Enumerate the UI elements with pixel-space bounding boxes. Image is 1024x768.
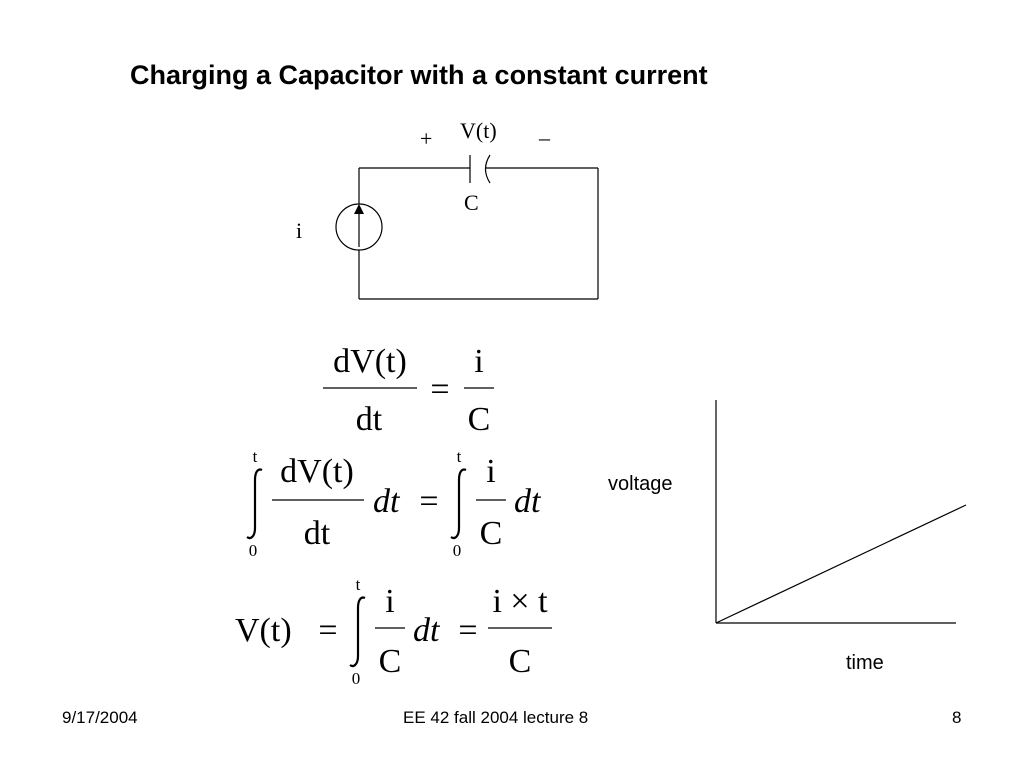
eq1-equals: =: [430, 371, 449, 408]
current-arrow-head: [354, 204, 364, 214]
eq2-dt-2: dt: [514, 483, 542, 520]
integral-sign-icon: [450, 468, 467, 540]
eq1-lhs-numerator: dV(t): [333, 343, 407, 380]
eq2-lhs-numerator: dV(t): [280, 453, 354, 490]
current-label: i: [296, 218, 302, 243]
eq2-dt-1: dt: [373, 483, 401, 520]
capacitor-label: C: [464, 190, 479, 215]
footer-date: 9/17/2004: [62, 708, 138, 727]
chart-x-label: time: [846, 652, 884, 674]
eq2-integral-lower-limit-2: 0: [453, 541, 462, 560]
eq2-integral-upper-limit-1: t: [253, 447, 258, 466]
equation-1: dV(t) dt = i C: [323, 343, 494, 438]
eq3-numerator: i: [385, 583, 394, 620]
eq2-integral-lower-limit-1: 0: [249, 541, 258, 560]
footer-course: EE 42 fall 2004 lecture 8: [403, 708, 589, 727]
chart-y-label: voltage: [608, 473, 673, 495]
eq3-equals-1: =: [318, 612, 337, 649]
eq1-rhs-denominator: C: [468, 401, 491, 438]
eq3-equals-2: =: [458, 612, 477, 649]
eq3-result-numerator: i × t: [492, 583, 548, 620]
eq2-rhs-denominator: C: [480, 515, 503, 552]
eq2-lhs-denominator: dt: [304, 515, 331, 552]
plus-label: +: [420, 126, 432, 151]
equation-2: t 0 dV(t) dt dt = t 0 i C dt: [246, 447, 542, 560]
eq2-rhs-numerator: i: [486, 453, 495, 490]
eq1-lhs-denominator: dt: [356, 401, 383, 438]
eq3-lhs: V(t): [235, 612, 292, 649]
minus-label: –: [538, 125, 551, 150]
eq3-dt: dt: [413, 612, 441, 649]
integral-sign-icon: [349, 596, 366, 668]
eq1-rhs-numerator: i: [474, 343, 483, 380]
eq3-integral-lower-limit: 0: [352, 669, 361, 688]
slide-title: Charging a Capacitor with a constant cur…: [130, 60, 708, 90]
capacitor-curved-plate: [484, 154, 491, 184]
equation-3: V(t) = t 0 i C dt = i × t C: [235, 575, 552, 688]
integral-sign-icon: [246, 468, 263, 540]
footer-page-number: 8: [952, 708, 962, 727]
eq3-integral-upper-limit: t: [356, 575, 361, 594]
eq3-denominator: C: [379, 643, 402, 680]
voltage-line: [715, 504, 967, 624]
eq2-equals: =: [419, 483, 438, 520]
eq2-integral-upper-limit-2: t: [457, 447, 462, 466]
voltage-label: V(t): [460, 118, 497, 143]
eq3-result-denominator: C: [509, 643, 532, 680]
